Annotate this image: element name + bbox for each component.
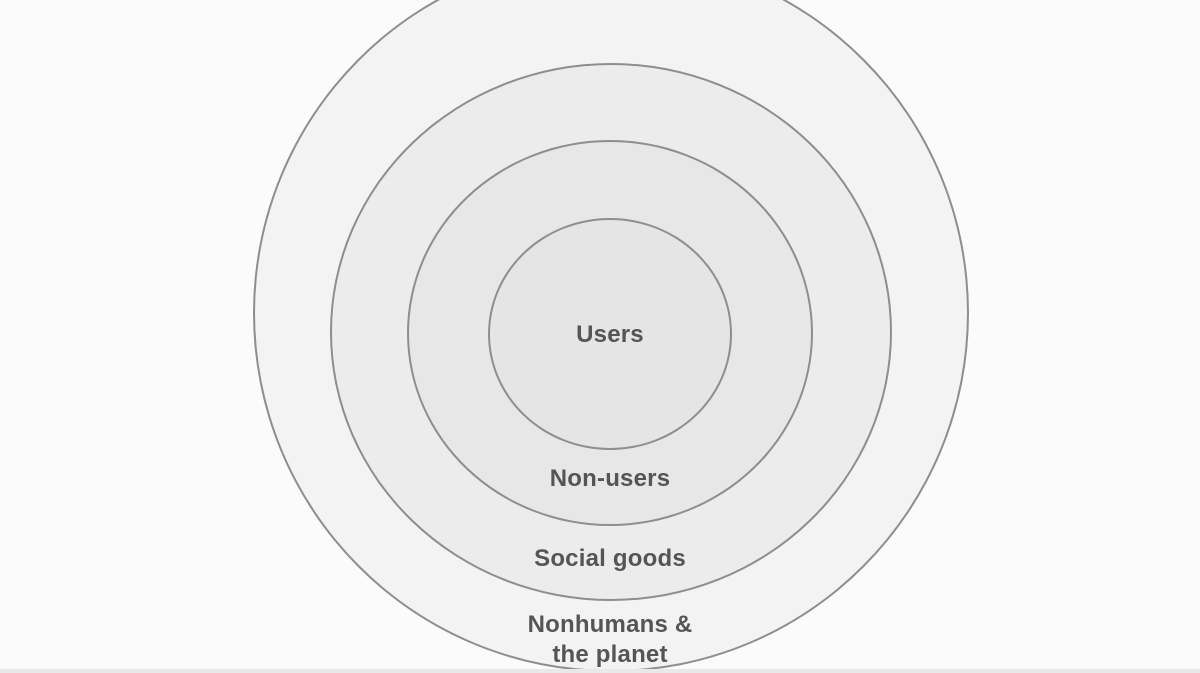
label-users: Users <box>576 321 644 348</box>
label-planet-line2: the planet <box>552 641 668 668</box>
ring-users <box>488 218 732 450</box>
bottom-edge-band <box>0 669 1200 673</box>
label-social-goods: Social goods <box>534 545 686 572</box>
label-nonhumans-line1: Nonhumans & <box>527 611 693 638</box>
label-non-users: Non-users <box>549 465 671 492</box>
label-nonhumans-planet: Nonhumans & the planet <box>460 610 760 670</box>
